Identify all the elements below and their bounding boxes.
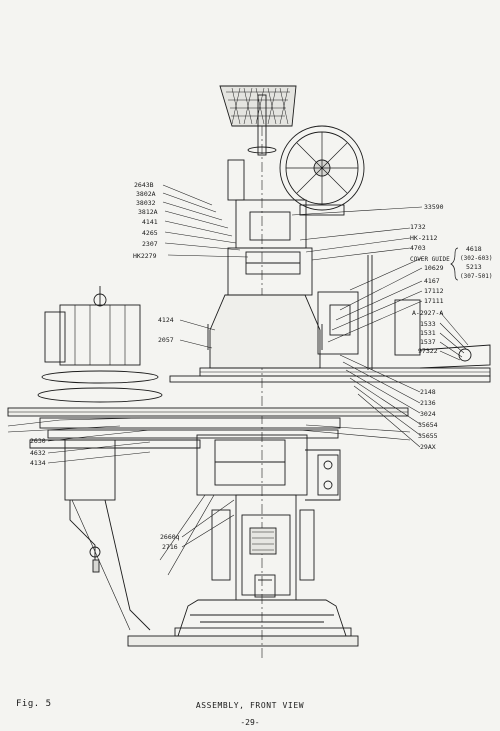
callout-4618: 4618 (466, 245, 482, 253)
callout-brace (450, 247, 459, 281)
leader-lines (47, 184, 469, 548)
callout-2136: 2136 (420, 399, 436, 407)
figure-label: Fig. 5 (16, 699, 52, 709)
callout-2716: 2716 (162, 543, 178, 551)
callout-2148: 2148 (420, 388, 436, 396)
callout-1531: 1531 (420, 329, 436, 337)
callout-38032: 38032 (136, 199, 156, 207)
callout-labels: 2643B 3802A 38032 3812A 4141 4265 2307 H… (30, 181, 493, 551)
knee-housing (159, 434, 341, 601)
callout-hk-2112: HK-2112 (410, 234, 437, 242)
callout-5213: 5213 (466, 263, 482, 271)
callout-302-603: (302-603) (460, 255, 493, 262)
worktable (7, 407, 409, 449)
callout-a-2927-a: A-2927-A (412, 309, 443, 317)
top-grille (219, 85, 297, 156)
callout-4124: 4124 (158, 316, 174, 324)
callout-2660q: 2660q (160, 533, 180, 541)
callout-1732: 1732 (410, 223, 426, 231)
callout-17112: 17112 (424, 287, 444, 295)
callout-35654: 35654 (418, 421, 438, 429)
callout-2057: 2057 (158, 336, 174, 344)
figure-caption: ASSEMBLY, FRONT VIEW (195, 701, 305, 710)
callout-1537: 1537 (420, 338, 436, 346)
page-number: -29- (240, 718, 260, 727)
callout-29ax: 29AX (420, 443, 436, 451)
callout-3024: 3024 (420, 410, 436, 418)
drive-wheel (279, 125, 365, 216)
callout-307-501: (307-501) (460, 273, 493, 280)
callout-2307: 2307 (142, 240, 158, 248)
callout-4141: 4141 (142, 218, 158, 226)
callout-10629: 10629 (424, 264, 444, 272)
callout-1533: 1533 (420, 320, 436, 328)
machine-head (169, 159, 491, 383)
callout-cover-guide: COVER GUIDE (410, 256, 450, 263)
left-handwheel-assembly (37, 286, 163, 631)
callout-4703: 4703 (410, 244, 426, 252)
callout-4632: 4632 (30, 449, 46, 457)
callout-4265: 4265 (142, 229, 158, 237)
callout-hk2279: HK2279 (133, 252, 157, 260)
callout-97322: 97322 (418, 347, 438, 355)
callout-4167: 4167 (424, 277, 440, 285)
callout-2643b: 2643B (134, 181, 154, 189)
callout-2630: 2630 (30, 437, 46, 445)
machine-base (127, 599, 359, 647)
callout-17111: 17111 (424, 297, 444, 305)
callout-3802a: 3802A (136, 190, 156, 198)
callout-35655: 35655 (418, 432, 438, 440)
callout-3812a: 3812A (138, 208, 158, 216)
callout-4134: 4134 (30, 459, 46, 467)
callout-33590: 33590 (424, 203, 444, 211)
